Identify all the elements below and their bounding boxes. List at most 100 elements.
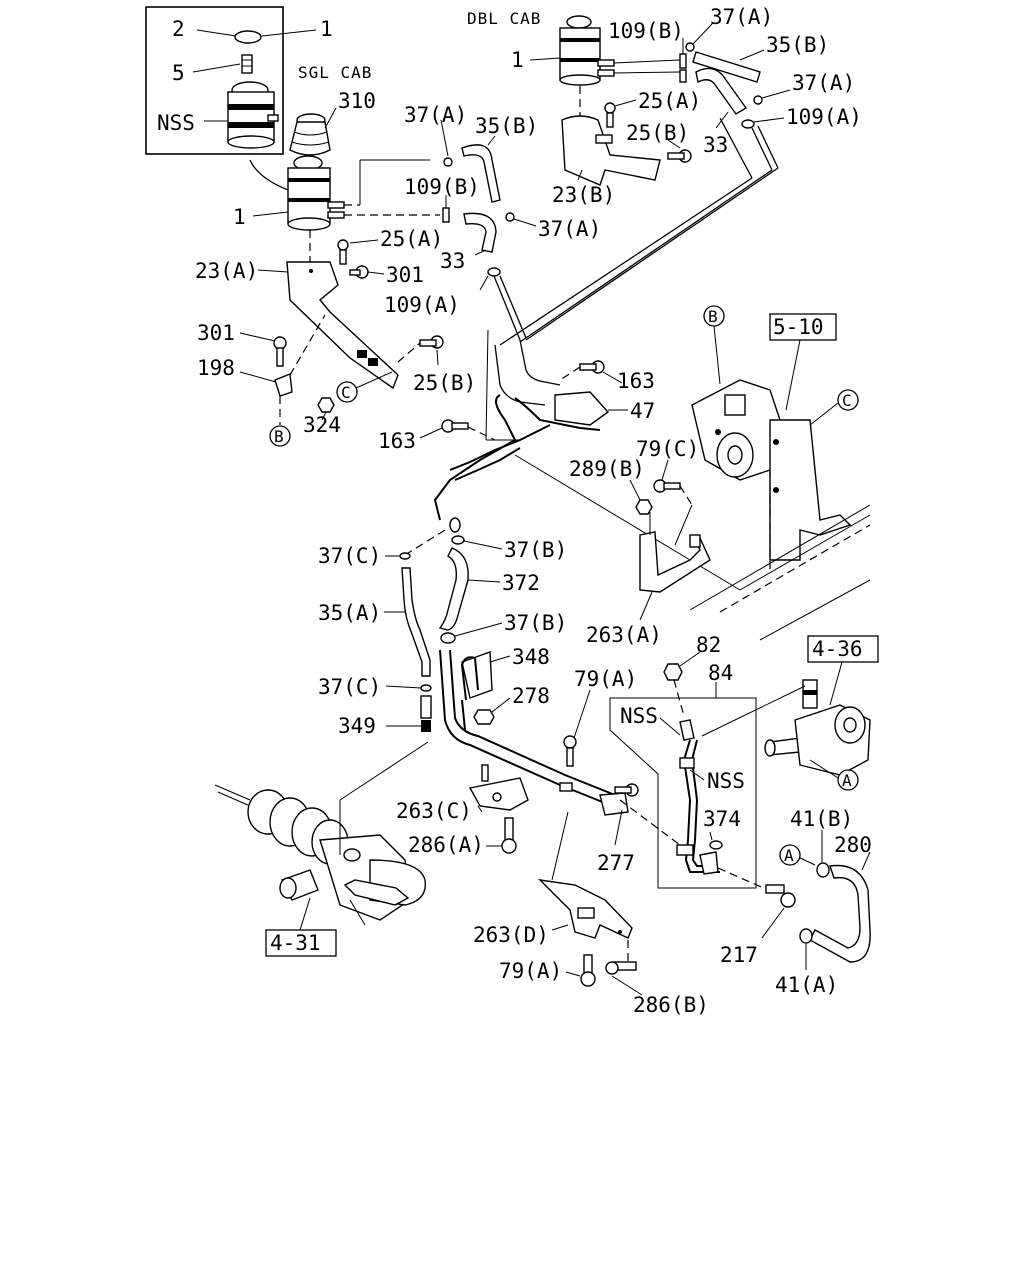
- pipe-109b-dbl-icon: [679, 53, 687, 83]
- label-301-b: 301: [197, 321, 235, 345]
- ref-box-4-36: [807, 635, 879, 663]
- label-37a-sgl2: 37(A): [538, 217, 601, 241]
- label-nss-inset: NSS: [157, 111, 195, 135]
- callout-a-pump: [837, 769, 859, 791]
- label-2: 2: [172, 17, 185, 41]
- nut-289b-icon: [635, 499, 653, 515]
- nut-278-icon: [473, 709, 495, 725]
- clamp-37c-upper-icon: [399, 552, 411, 560]
- label-1-sgl: 1: [233, 205, 246, 229]
- label-289b: 289(B): [569, 457, 645, 481]
- ref-4-31-text: 4-31: [270, 931, 321, 955]
- bolt-286b-icon: [605, 961, 637, 975]
- label-33-sgl: 33: [440, 249, 465, 273]
- clamp-41a-icon: [799, 928, 813, 944]
- bolt-25b-dbl-icon: [667, 149, 692, 163]
- reservoir-boot-icon: [289, 113, 331, 156]
- callout-b-right-text: B: [708, 307, 719, 326]
- hose-35b-dbl-icon: [692, 51, 761, 83]
- fitting-109a-sgl-icon: [487, 267, 501, 277]
- label-79c: 79(C): [636, 437, 699, 461]
- bracket-23a-icon: [286, 261, 399, 390]
- hose-35b-sgl-icon: [461, 144, 501, 203]
- label-1-inset: 1: [320, 17, 333, 41]
- label-263a: 263(A): [586, 623, 662, 647]
- label-163-b: 163: [378, 429, 416, 453]
- label-163-a: 163: [617, 369, 655, 393]
- ref-5-10-text: 5-10: [773, 315, 824, 339]
- label-82: 82: [696, 633, 721, 657]
- label-198: 198: [197, 356, 235, 380]
- label-263c: 263(C): [396, 799, 472, 823]
- label-25b-sgl: 25(B): [413, 371, 476, 395]
- label-324: 324: [303, 413, 341, 437]
- dbl-cab-label: DBL CAB: [467, 9, 541, 28]
- bolt-301-lower-icon: [273, 336, 287, 367]
- label-109b-sgl: 109(B): [404, 175, 480, 199]
- callout-a-hose-text: A: [784, 846, 795, 865]
- pressure-hose-kit-icon: [676, 719, 720, 875]
- label-37b-2: 37(B): [504, 611, 567, 635]
- label-nss-1: NSS: [620, 704, 658, 728]
- bracket-263d-icon: [538, 879, 633, 939]
- bolt-163-lower-icon: [441, 419, 469, 433]
- nut-82-icon: [663, 663, 683, 681]
- ref-box-5-10: [769, 313, 837, 341]
- label-35b-sgl: 35(B): [475, 114, 538, 138]
- clamp-374-icon: [709, 840, 723, 850]
- label-278: 278: [512, 684, 550, 708]
- filter-screen-icon: [241, 54, 253, 74]
- label-25a-dbl: 25(A): [638, 89, 701, 113]
- label-109a-sgl: 109(A): [384, 293, 460, 317]
- inset-frame: [145, 6, 284, 155]
- label-109b-dbl: 109(B): [608, 19, 684, 43]
- label-nss-2: NSS: [707, 769, 745, 793]
- reservoir-cap-icon: [234, 30, 262, 44]
- label-277: 277: [597, 851, 635, 875]
- hose-33-sgl-icon: [463, 212, 497, 253]
- clamp-37a-sgl-upper-icon: [443, 157, 453, 167]
- label-1-dbl: 1: [511, 48, 524, 72]
- fitting-109a-dbl-icon: [741, 119, 755, 129]
- label-217: 217: [720, 943, 758, 967]
- bolt-301-upper-icon: [349, 265, 369, 279]
- kit-84-frame: [609, 697, 757, 889]
- label-37c-1: 37(C): [318, 544, 381, 568]
- bracket-263c-icon: [468, 764, 529, 811]
- sgl-reservoir-icon: [287, 155, 345, 231]
- label-25a-sgl: 25(A): [380, 227, 443, 251]
- steering-gear-icon: [214, 741, 429, 926]
- dbl-reservoir-icon: [559, 15, 615, 86]
- label-349: 349: [338, 714, 376, 738]
- ref-box-4-31: [265, 929, 337, 957]
- return-hose-280-icon: [809, 864, 871, 963]
- label-47: 47: [630, 399, 655, 423]
- clamp-37c-lower-icon: [420, 684, 432, 692]
- inset-reservoir-icon: [227, 81, 279, 149]
- pressure-line-icon: [439, 649, 629, 816]
- bolt-79c-icon: [653, 479, 681, 493]
- bolt-277-icon: [614, 783, 639, 797]
- label-280: 280: [834, 833, 872, 857]
- bolt-217-icon: [765, 884, 796, 908]
- clamp-37b-lower-icon: [440, 632, 456, 644]
- label-301-a: 301: [386, 263, 424, 287]
- callout-c-left: [336, 381, 358, 403]
- bolt-25a-sgl-icon: [337, 239, 349, 265]
- callout-c-right-text: C: [842, 391, 853, 410]
- bolt-286a-icon: [501, 817, 517, 854]
- label-23b: 23(B): [552, 183, 615, 207]
- callout-a-pump-text: A: [842, 771, 853, 790]
- callout-c-left-text: C: [341, 383, 352, 402]
- label-33-dbl: 33: [703, 133, 728, 157]
- pipe-349-icon: [420, 695, 432, 732]
- label-37c-2: 37(C): [318, 675, 381, 699]
- label-5: 5: [172, 61, 185, 85]
- label-37a-dbl2: 37(A): [792, 71, 855, 95]
- bolt-79a-upper-icon: [563, 735, 577, 767]
- bolt-25a-dbl-icon: [604, 102, 616, 128]
- clamp-37b-upper-icon: [451, 535, 465, 545]
- bracket-348-icon: [460, 651, 493, 701]
- bracket-23b-icon: [561, 115, 661, 186]
